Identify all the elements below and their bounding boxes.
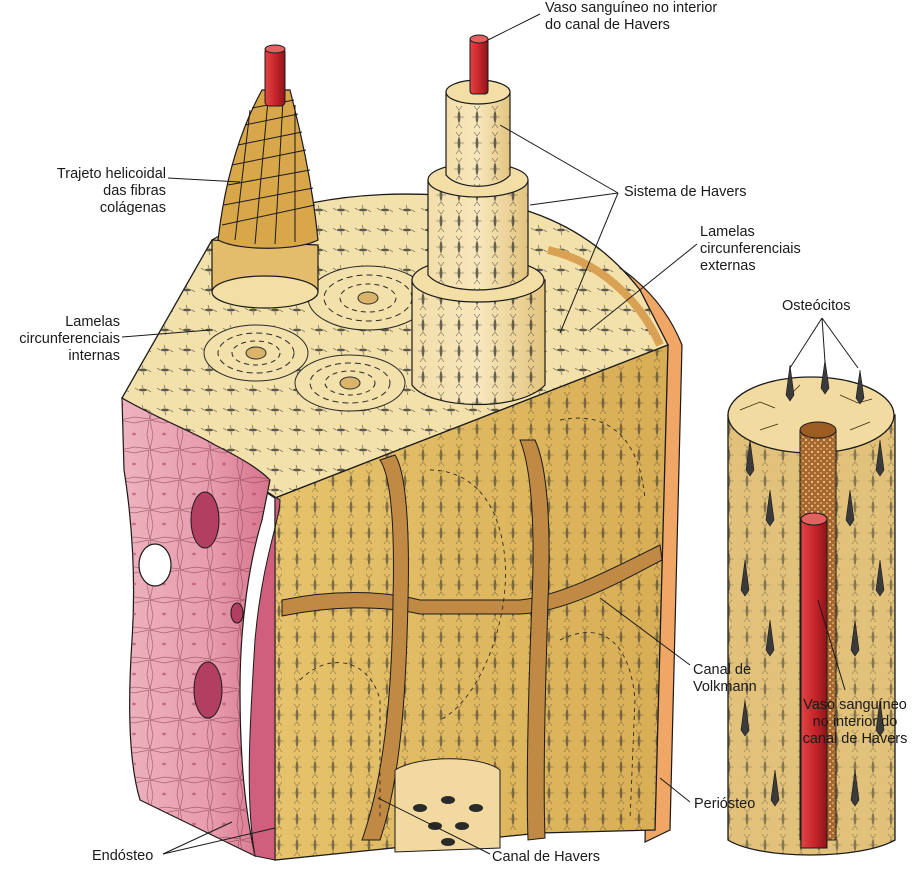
osteocyte-inset [727,359,896,856]
label-osteocytes: Osteócitos [782,298,851,314]
label-havers-canal: Canal de Havers [492,849,600,865]
osteon-top-1 [307,265,429,331]
label-havers-system: Sistema de Havers [624,184,747,200]
label-periosteum: Periósteo [694,796,756,812]
osteon-top-2 [203,324,309,382]
havers-canal-bottom [394,758,501,853]
havers-system [411,34,546,406]
volkmann-canal [281,544,663,617]
havers-canal-vertical-right [519,439,550,841]
havers-canal-vertical-left [361,454,409,841]
canal-network [281,439,663,853]
endosteum-layer [121,397,281,861]
label-endosteum: Endósteo [92,848,154,864]
helical-osteon [211,44,319,309]
leader-lines [121,13,859,855]
osteon-top-3 [294,354,406,412]
bone-block [121,193,683,861]
